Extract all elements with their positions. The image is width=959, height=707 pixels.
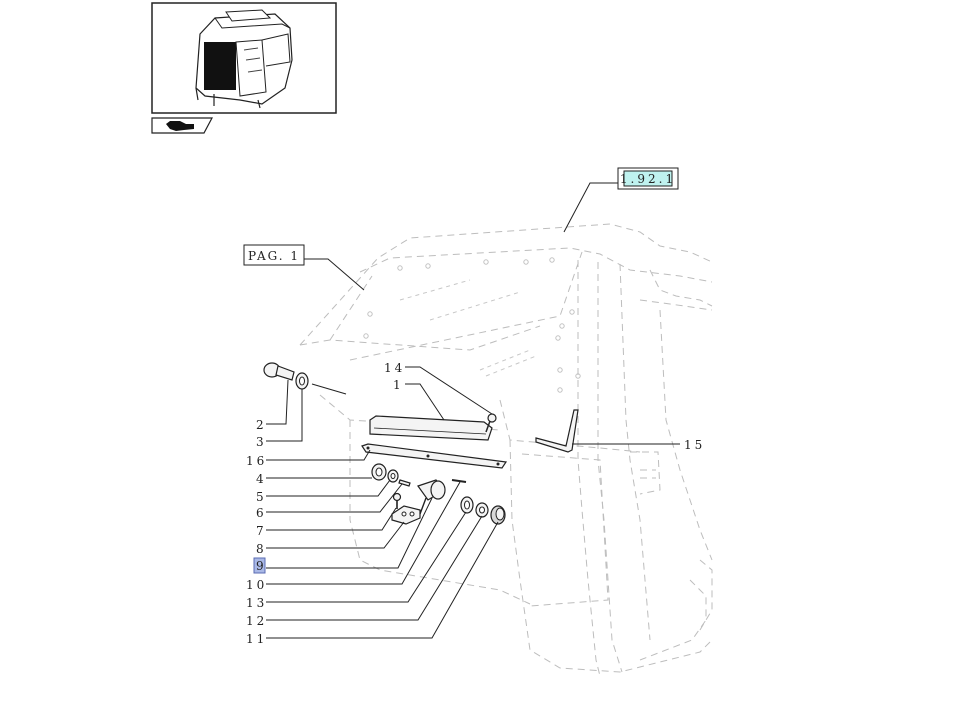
handle-part [369,415,493,441]
callout-9[interactable]: 9 [256,559,264,573]
callout-1[interactable]: 1 [393,378,401,392]
ref-box-top[interactable]: 1.92.1 [617,167,679,190]
callout-5[interactable]: 5 [256,490,264,504]
callout-14[interactable]: 14 [384,361,405,375]
callout-2[interactable]: 2 [256,418,264,432]
cap-11-part [490,505,506,525]
bracket-part [391,505,421,525]
callout-9-highlight [253,557,266,574]
seal-15-part [535,409,579,453]
leader-top-ref [563,182,618,233]
callout-7[interactable]: 7 [256,524,264,538]
callout-13[interactable]: 13 [246,596,267,610]
callout-11[interactable]: 11 [246,632,267,646]
callout-labels: 14 1 15 2 3 16 4 5 6 7 8 9 10 13 12 11 [246,361,705,646]
plate-part [361,443,508,469]
ref-top-label: 1.92.1 [620,172,676,186]
screw-7-part [392,492,402,509]
cab-ghost-outline [299,223,713,677]
callout-10[interactable]: 10 [246,578,267,592]
hand-pointer-icon[interactable] [166,121,194,131]
lock-cylinder-part [417,479,446,515]
washer-4-part [371,463,387,481]
parts-group [263,362,579,525]
screw-part [485,413,497,433]
ref-box-page[interactable]: PAG. 1 [243,244,305,266]
callout-4[interactable]: 4 [256,472,264,486]
callout-16[interactable]: 16 [246,454,267,468]
ref-page-label: PAG. 1 [248,249,300,263]
washer-part [295,372,309,390]
tractor-cab-thumbnail-icon [195,9,293,109]
ring-13-part [460,496,474,514]
leader-page-ref [304,258,365,291]
callout-6[interactable]: 6 [256,506,264,520]
bolt-part [263,362,295,381]
pin-10-part [451,479,467,483]
callout-15[interactable]: 15 [684,438,705,452]
leader-lines [266,366,680,639]
thumbnail-panel [151,2,337,134]
callout-8[interactable]: 8 [256,542,264,556]
ring-12-part [475,502,489,518]
pin-6-part [398,479,411,487]
callout-3[interactable]: 3 [256,435,264,449]
callout-12[interactable]: 12 [246,614,267,628]
washer-5-part [387,469,399,483]
